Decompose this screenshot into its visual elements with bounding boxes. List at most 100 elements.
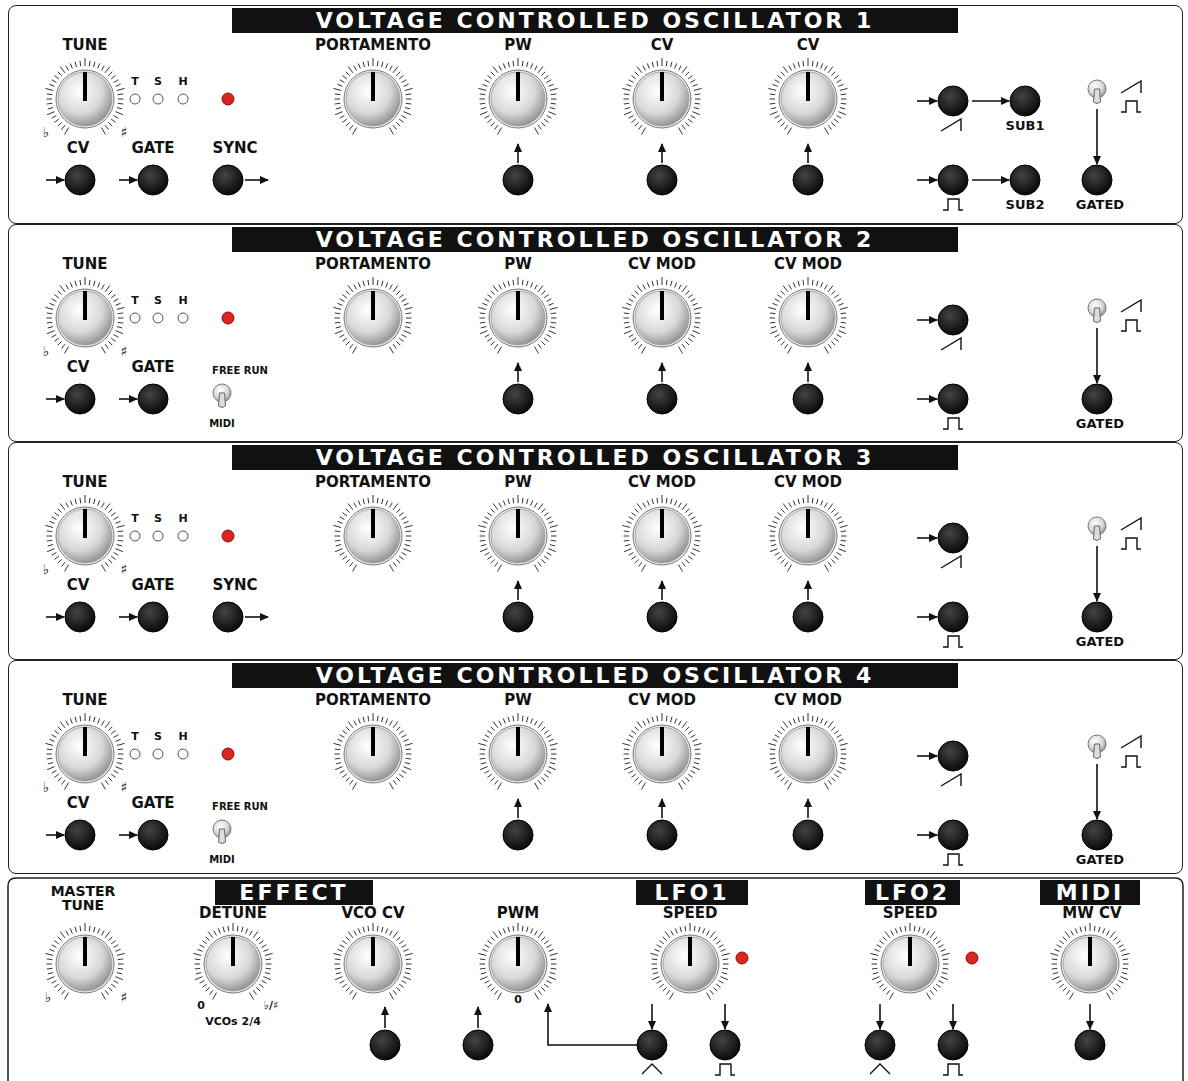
knob-tick [1123, 958, 1128, 960]
knob-tick [89, 716, 91, 721]
knob-tick [58, 559, 62, 563]
knob-skirt [779, 507, 837, 565]
knob-tick [393, 780, 396, 784]
knob-body [635, 72, 689, 126]
knob-tick [512, 498, 514, 503]
knob-tick [910, 923, 911, 931]
knob-tick [548, 767, 555, 770]
square-icon [943, 1064, 963, 1075]
knob-tick [363, 717, 364, 722]
knob-tick [692, 521, 697, 523]
knob-tick [512, 61, 514, 66]
knob [193, 923, 272, 1000]
knob [45, 923, 124, 1000]
section-title-band: LFO1 [636, 880, 748, 905]
knob-tick [841, 93, 846, 95]
control-label: 0 [197, 1000, 205, 1012]
knob-tick [900, 927, 901, 932]
knob-skirt [661, 935, 719, 993]
knob-tick [58, 291, 62, 295]
knob-tick [788, 128, 792, 135]
knob-tick [675, 500, 677, 505]
knob-tick [115, 977, 122, 980]
knob-tick [195, 977, 202, 980]
toggle-lever [1094, 526, 1101, 541]
knob-tick [208, 931, 213, 937]
control-label: ♭ [43, 125, 50, 140]
knob-tick [662, 277, 663, 285]
knob-pointer [83, 937, 87, 966]
knob-tick [393, 503, 398, 509]
control-label: CV MOD [628, 693, 696, 709]
control-label: ♭ [43, 344, 50, 359]
knob-tick [688, 338, 692, 341]
section-title: EFFECT [239, 880, 348, 905]
knob-tick [1103, 928, 1105, 933]
knob-tick [637, 66, 642, 72]
knob-tick [358, 718, 360, 723]
knob-tick [670, 993, 674, 1000]
knob-tick [691, 80, 696, 83]
knob-tick [202, 941, 206, 944]
control-label: CV MOD [774, 257, 842, 273]
knob-body [58, 509, 112, 563]
panel-title-band: VOLTAGE CONTROLLED OSCILLATOR 3 [232, 445, 958, 470]
knob-tick [250, 931, 253, 936]
knob-tick [691, 116, 696, 119]
control-label: GATED [1076, 198, 1124, 212]
signal-arrow [477, 1007, 479, 1028]
knob-tick [781, 341, 785, 345]
knob [622, 495, 701, 572]
knob-tick [373, 713, 374, 721]
knob-tick [694, 525, 702, 527]
knob-tick [625, 108, 630, 109]
knob-tick [495, 562, 498, 566]
control-label: CV [67, 796, 90, 812]
knob-tick [85, 923, 86, 931]
knob-tick [89, 498, 91, 503]
knob-tick [102, 565, 106, 572]
knob-tick [108, 559, 112, 563]
control-label: SYNC [212, 578, 257, 594]
knob-tick [538, 931, 543, 937]
knob-tick [770, 331, 777, 334]
knob-tick [639, 562, 642, 566]
knob-tick [838, 84, 843, 86]
knob-tick [333, 88, 341, 90]
knob-tick [785, 562, 788, 566]
knob-tick [114, 335, 119, 338]
knob-tick [808, 713, 809, 721]
knob-tick [914, 926, 916, 931]
knob-tick [547, 299, 552, 302]
knob-tick [253, 990, 256, 994]
knob-tick [482, 949, 487, 951]
knob-tick [195, 964, 201, 965]
knob-tick [390, 993, 394, 1000]
knob-tick [340, 116, 345, 119]
control-label: T [131, 76, 139, 88]
control-label: S [154, 513, 162, 525]
knob-tick [262, 981, 267, 984]
knob-tick [491, 122, 495, 126]
knob-tick [70, 63, 72, 68]
knob-tick [102, 931, 105, 936]
knob-tick [108, 122, 112, 126]
knob-tick [629, 299, 634, 302]
knob-tick [812, 498, 814, 503]
knob-tick [828, 125, 831, 129]
knob [870, 923, 949, 1000]
knob-tick [118, 322, 123, 324]
knob-tick [535, 993, 539, 1000]
knob-tick [399, 119, 403, 122]
knob-tick [487, 513, 491, 516]
knob-tick [498, 993, 502, 1000]
section-title: MIDI [1056, 880, 1125, 905]
knob-tick [919, 927, 920, 932]
knob-tick [828, 780, 831, 784]
knob-tick [688, 295, 692, 298]
oscillator-panel: VOLTAGE CONTROLLED OSCILLATOR 4 [8, 660, 1183, 874]
knob-tick [770, 540, 775, 542]
saw-icon [1121, 518, 1141, 530]
knob-tick [694, 307, 702, 309]
knob-tick [834, 556, 838, 559]
